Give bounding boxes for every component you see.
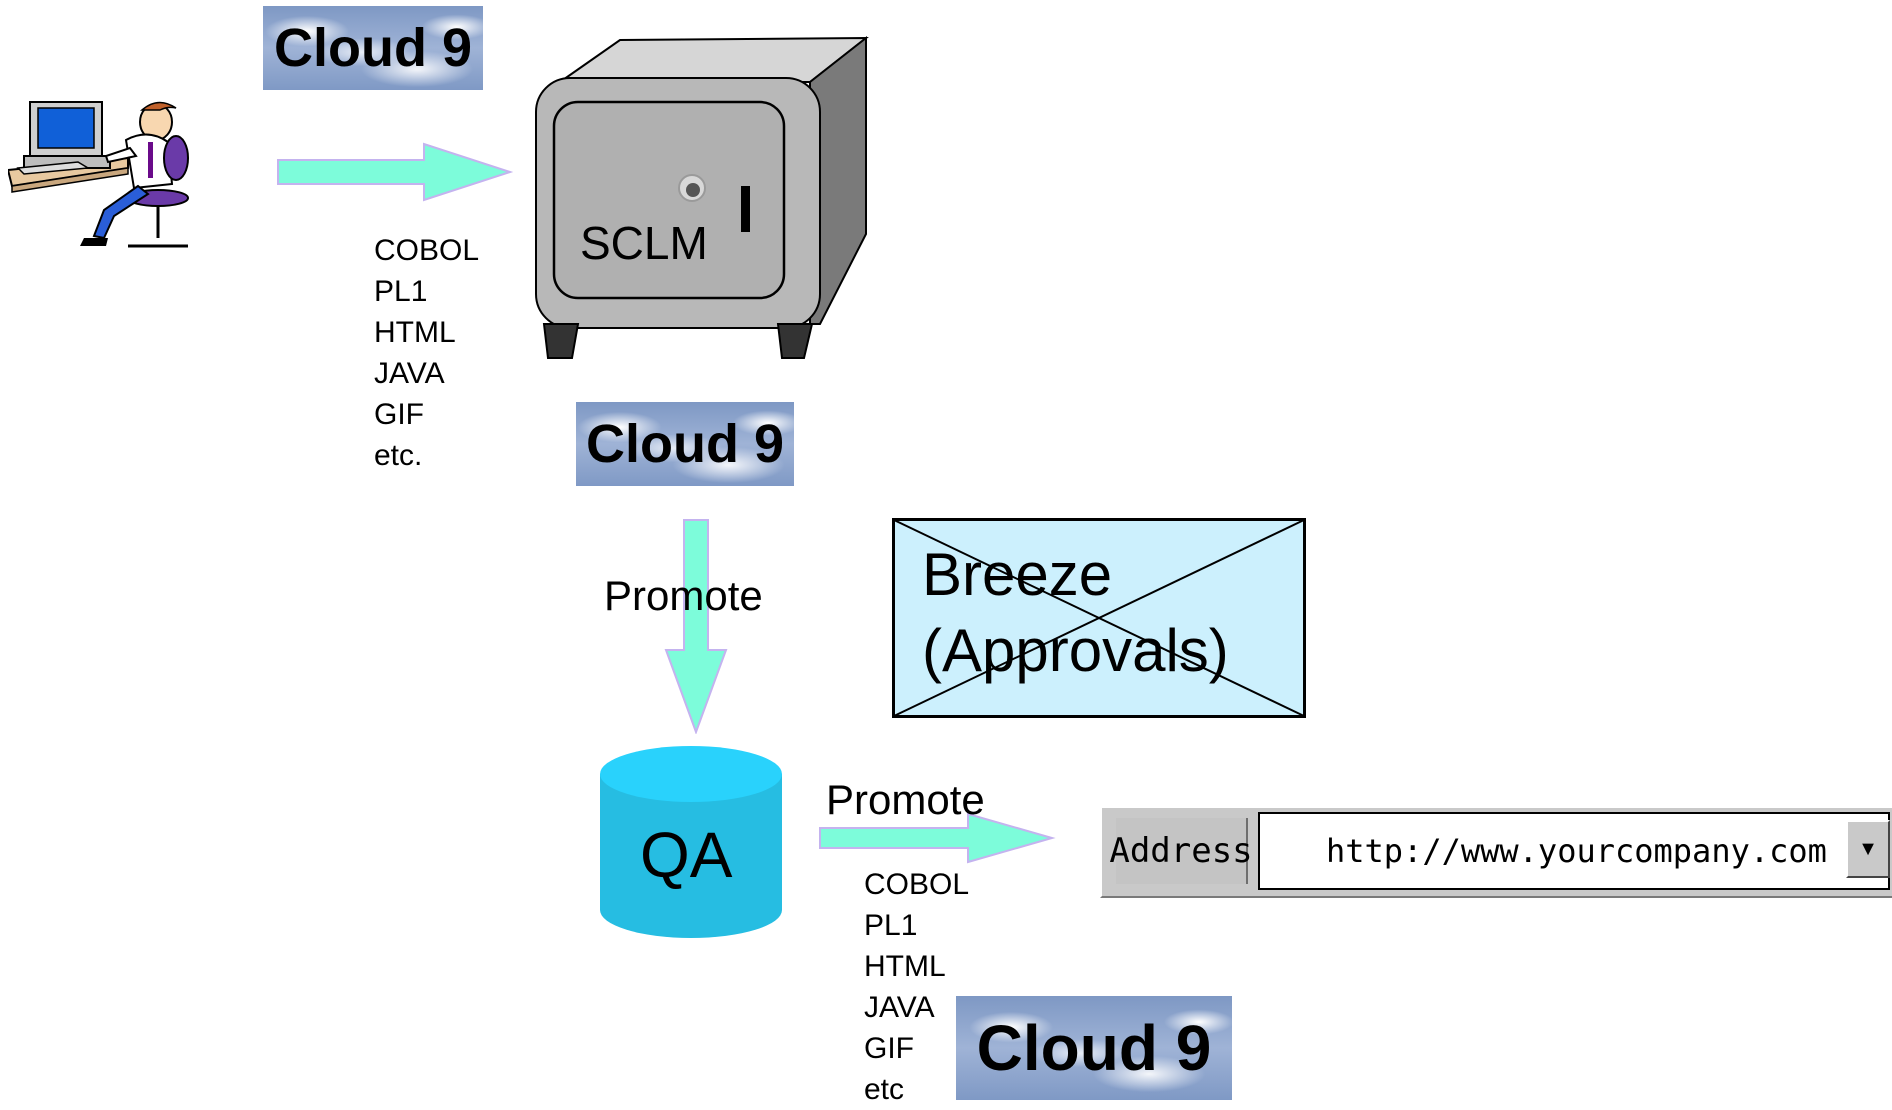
language-item: etc xyxy=(864,1073,905,1106)
language-list-1: COBOL PL1 HTML JAVA GIF etc. xyxy=(374,230,479,476)
language-item: HTML xyxy=(864,950,946,983)
language-item: COBOL xyxy=(864,868,970,901)
cloud9-logo-bottom: Cloud 9 xyxy=(956,996,1232,1100)
language-item: GIF xyxy=(374,398,424,431)
language-item: JAVA xyxy=(374,357,445,390)
sclm-label: SCLM xyxy=(580,217,708,269)
language-item: GIF xyxy=(864,1032,914,1065)
breeze-subtitle: (Approvals) xyxy=(922,617,1229,684)
language-item: JAVA xyxy=(864,991,935,1024)
browser-address-bar: Address http://www.yourcompany.com ▼ xyxy=(1100,806,1892,898)
chevron-down-icon[interactable]: ▼ xyxy=(1846,820,1890,878)
language-item: etc. xyxy=(374,439,423,472)
breeze-title: Breeze xyxy=(922,541,1113,608)
right-arrow-icon xyxy=(274,140,514,204)
language-item: PL1 xyxy=(864,909,918,942)
cloud9-label-bottom: Cloud 9 xyxy=(976,1012,1212,1084)
cloud9-logo-top: Cloud 9 xyxy=(263,6,483,90)
developer-icon xyxy=(6,98,198,258)
cloud9-label-middle: Cloud 9 xyxy=(586,414,784,474)
sclm-safe: SCLM xyxy=(530,34,870,364)
language-list-2: COBOL PL1 HTML JAVA GIF etc xyxy=(864,864,969,1110)
cloud9-label-top: Cloud 9 xyxy=(274,18,472,78)
qa-label: QA xyxy=(640,819,733,891)
down-arrow-icon xyxy=(664,518,728,735)
language-item: HTML xyxy=(374,316,456,349)
qa-database-icon: QA xyxy=(598,744,784,940)
language-item: PL1 xyxy=(374,275,428,308)
language-item: COBOL xyxy=(374,234,480,267)
breeze-approvals-envelope: Breeze (Approvals) xyxy=(892,518,1306,718)
url-input[interactable]: http://www.yourcompany.com xyxy=(1258,812,1890,890)
cloud9-logo-middle: Cloud 9 xyxy=(576,402,794,486)
address-label: Address xyxy=(1109,818,1253,884)
promote-label-2: Promote xyxy=(826,776,985,823)
promote-label-1: Promote xyxy=(604,572,763,619)
right-arrow-icon xyxy=(818,812,1056,864)
